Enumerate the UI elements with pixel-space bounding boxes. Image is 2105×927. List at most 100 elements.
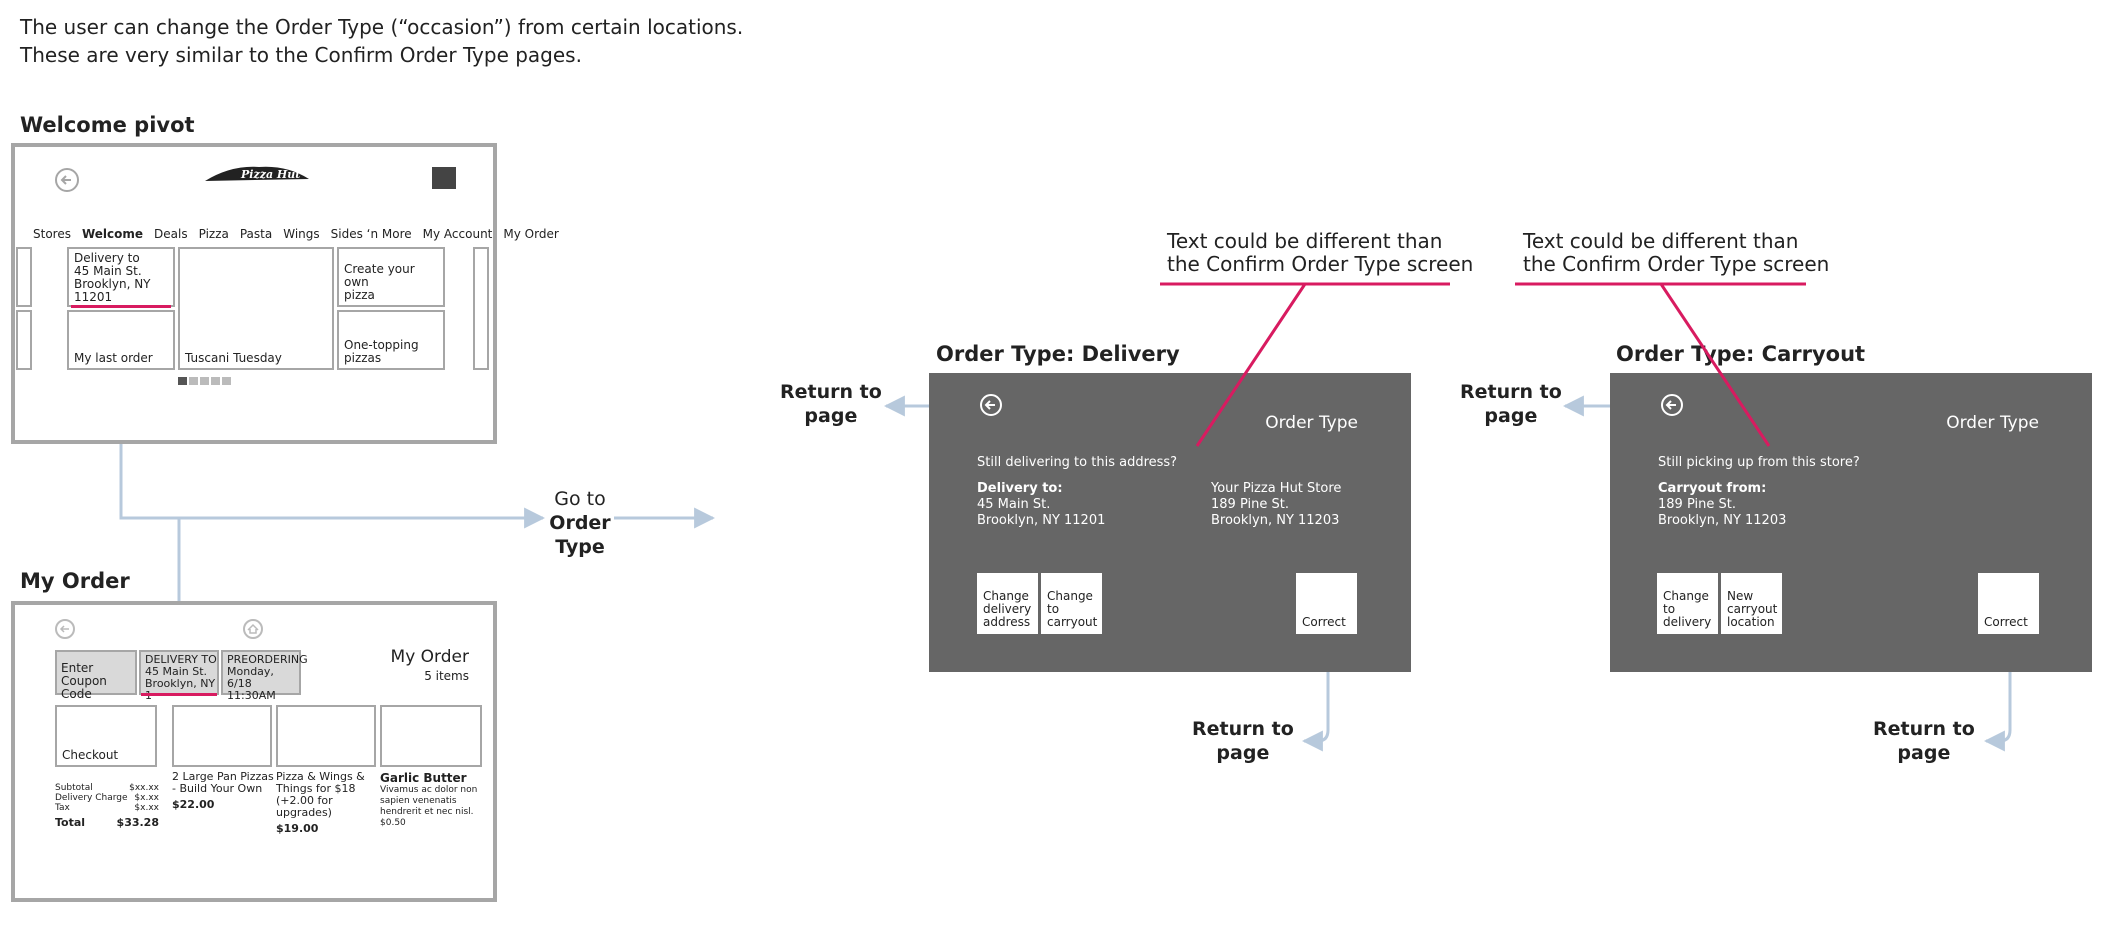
delivery-address-block: Delivery to: 45 Main St. Brooklyn, NY 11… bbox=[977, 481, 1105, 529]
create-pizza-tile[interactable]: Create your own pizza bbox=[337, 247, 445, 307]
edge-tile-left-bottom bbox=[16, 310, 32, 370]
one-topping-tile[interactable]: One-topping pizzas bbox=[337, 310, 445, 370]
one-topping-line1: One-topping bbox=[344, 338, 419, 352]
page-indicator bbox=[178, 377, 231, 385]
item-tile-3[interactable] bbox=[380, 705, 482, 767]
correct-button[interactable]: Correct bbox=[1296, 573, 1357, 634]
enter-coupon-button[interactable]: Enter Coupon Code bbox=[55, 650, 137, 701]
correct-label: Correct bbox=[1984, 615, 2028, 629]
correct-button[interactable]: Correct bbox=[1978, 573, 2039, 634]
nav-pizza[interactable]: Pizza bbox=[198, 227, 229, 241]
intro-text: The user can change the Order Type (“occ… bbox=[20, 13, 743, 69]
carryout-callout-line1: Text could be different than bbox=[1523, 229, 1799, 253]
item-3-desc-line2: sapien venenatis bbox=[380, 796, 457, 806]
tuscani-tile[interactable]: Tuscani Tuesday bbox=[178, 247, 334, 370]
return-line-carryout-bottom bbox=[1983, 636, 2012, 752]
coupon-line2: Code bbox=[61, 687, 92, 701]
return-line-delivery-bottom bbox=[1301, 636, 1330, 752]
btn-line: carryout bbox=[1727, 602, 1778, 616]
btn-line: New bbox=[1727, 589, 1754, 603]
delivery-to-button[interactable]: DELIVERY TO 45 Main St. Brooklyn, NY 1 bbox=[139, 650, 219, 702]
item-2-name-line4: upgrades) bbox=[276, 806, 332, 819]
delivery-address-city: Brooklyn, NY 11201 bbox=[977, 513, 1106, 528]
delivery-return-bottom-line2: page bbox=[1216, 742, 1270, 764]
nav-stores[interactable]: Stores bbox=[33, 227, 71, 241]
page-dot-active bbox=[178, 377, 187, 385]
delivery-address-label: Delivery to: bbox=[977, 481, 1063, 496]
back-icon[interactable] bbox=[55, 619, 75, 639]
btn-line: Change to bbox=[1663, 589, 1709, 616]
carryout-return-bottom-line2: page bbox=[1897, 742, 1951, 764]
btn-line: Change to bbox=[1047, 589, 1093, 616]
item-tile-1[interactable] bbox=[172, 705, 272, 767]
create-pizza-line1: Create your own bbox=[344, 262, 415, 289]
coupon-line1: Enter Coupon bbox=[61, 661, 107, 688]
delivery-tile[interactable]: Delivery to 45 Main St. Brooklyn, NY 112… bbox=[67, 247, 175, 308]
my-order-heading: My Order bbox=[20, 569, 130, 593]
item-1-info: 2 Large Pan Pizzas - Build Your Own $22.… bbox=[172, 771, 274, 811]
nav-pasta[interactable]: Pasta bbox=[239, 227, 273, 241]
carryout-address-block: Carryout from: 189 Pine St. Brooklyn, NY… bbox=[1658, 481, 1786, 529]
item-2-price: $19.00 bbox=[276, 822, 319, 835]
page-dot bbox=[189, 377, 198, 385]
carryout-address-street: 189 Pine St. bbox=[1658, 497, 1736, 512]
item-2-info: Pizza & Wings & Things for $18 (+2.00 fo… bbox=[276, 771, 365, 835]
tax-label: Tax bbox=[55, 803, 70, 813]
checkout-tile[interactable]: Checkout bbox=[55, 705, 157, 767]
back-icon[interactable] bbox=[55, 168, 79, 192]
item-2-name-line2: Things for $18 bbox=[276, 782, 356, 795]
store-name: Your Pizza Hut Store bbox=[1211, 481, 1342, 496]
back-icon[interactable] bbox=[1661, 394, 1683, 416]
carryout-callout: Text could be different than the Confirm… bbox=[1523, 230, 1829, 276]
intro-line-1: The user can change the Order Type (“occ… bbox=[20, 15, 744, 39]
go-to-line3: Type bbox=[555, 536, 605, 558]
item-tile-2[interactable] bbox=[276, 705, 376, 767]
delivery-highlight bbox=[71, 305, 171, 308]
carryout-return-left-line1: Return to bbox=[1460, 381, 1562, 403]
last-order-tile[interactable]: My last order bbox=[67, 310, 175, 370]
item-3-price: $0.50 bbox=[380, 818, 406, 828]
one-topping-line2: pizzas bbox=[344, 351, 382, 365]
intro-line-2: These are very similar to the Confirm Or… bbox=[20, 43, 582, 67]
avatar[interactable] bbox=[432, 167, 456, 189]
nav-wings[interactable]: Wings bbox=[283, 227, 320, 241]
delivery-return-bottom: Return to page bbox=[1192, 717, 1294, 765]
delivery-to-label: DELIVERY TO bbox=[145, 653, 217, 666]
delivery-callout-line1: Text could be different than bbox=[1167, 229, 1443, 253]
carryout-address-city: Brooklyn, NY 11203 bbox=[1658, 513, 1787, 528]
nav-my-order[interactable]: My Order bbox=[503, 227, 559, 241]
nav-welcome[interactable]: Welcome bbox=[81, 227, 144, 241]
nav-my-account[interactable]: My Account bbox=[422, 227, 493, 241]
delivery-tile-label: Delivery to bbox=[74, 251, 140, 265]
carryout-callout-line2: the Confirm Order Type screen bbox=[1523, 252, 1830, 276]
store-city: Brooklyn, NY 11203 bbox=[1211, 513, 1340, 528]
btn-line: carryout bbox=[1047, 615, 1098, 629]
carryout-dialog-title: Order Type bbox=[1946, 413, 2039, 433]
delivery-to-city: Brooklyn, NY 1 bbox=[145, 677, 216, 702]
carryout-question: Still picking up from this store? bbox=[1658, 455, 1860, 470]
preordering-button[interactable]: PREORDERING Monday, 6/18 11:30AM bbox=[221, 650, 308, 702]
delivery-to-street: 45 Main St. bbox=[145, 665, 208, 678]
nav-sides[interactable]: Sides ‘n More bbox=[330, 227, 412, 241]
item-1-name-line1: 2 Large Pan Pizzas bbox=[172, 770, 274, 783]
delivery-charge-label: Delivery Charge bbox=[55, 793, 128, 803]
home-icon[interactable] bbox=[243, 619, 263, 639]
last-order-label: My last order bbox=[74, 351, 153, 365]
delivery-highlight bbox=[141, 693, 217, 696]
total-label: Total bbox=[55, 816, 86, 829]
nav-deals[interactable]: Deals bbox=[154, 227, 188, 241]
create-pizza-line2: pizza bbox=[344, 288, 375, 302]
store-address-block: Your Pizza Hut Store 189 Pine St. Brookl… bbox=[1211, 481, 1341, 529]
tuscani-label: Tuscani Tuesday bbox=[185, 351, 282, 365]
carryout-dialog: Order Type Still picking up from this st… bbox=[1610, 373, 2092, 672]
back-icon[interactable] bbox=[980, 394, 1002, 416]
page-dot bbox=[211, 377, 220, 385]
delivery-question: Still delivering to this address? bbox=[977, 455, 1178, 470]
btn-line: delivery bbox=[983, 602, 1032, 616]
item-3-info: Garlic Butter Vivamus ac dolor non sapie… bbox=[380, 771, 477, 829]
go-to-line1: Go to bbox=[554, 488, 606, 510]
